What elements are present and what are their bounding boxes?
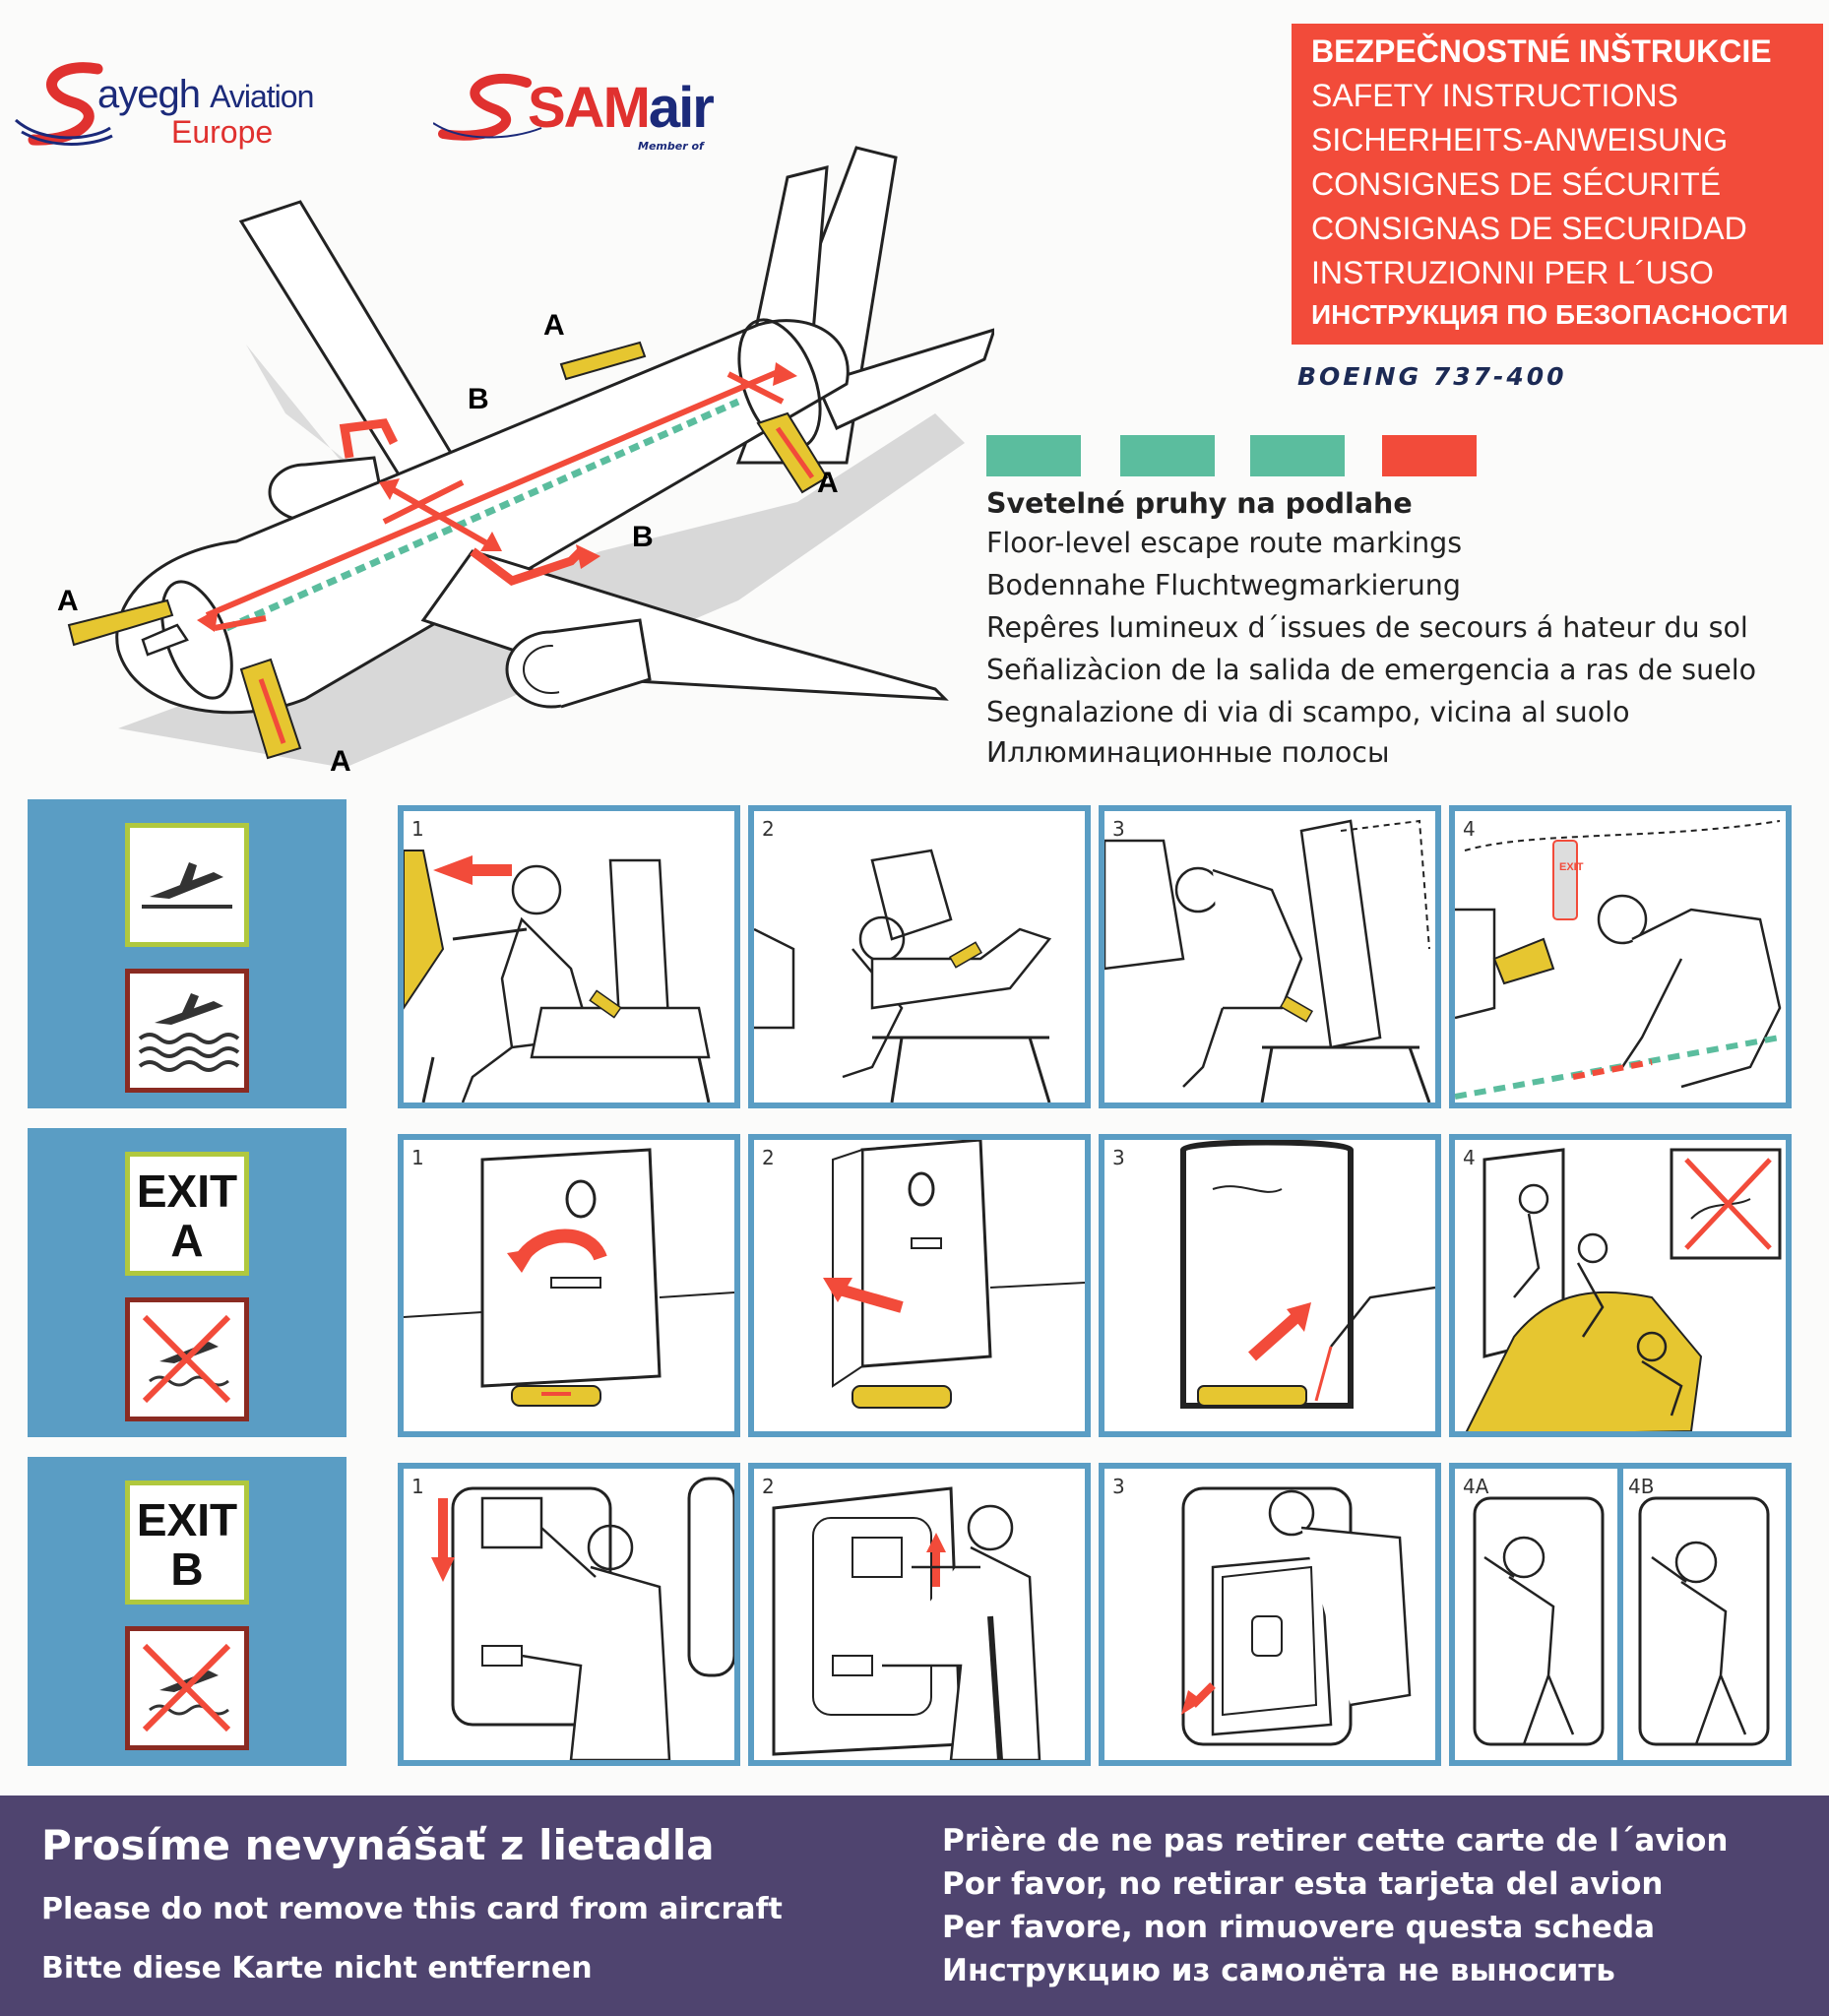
label-a-rear-left: A [543, 309, 565, 342]
legend-line-de: Bodennahe Fluchtwegmarkierung [986, 569, 1461, 601]
brace-panel-3: 3 [1099, 805, 1441, 1108]
sayegh-aviation-logo: ayegh Aviation Europe [14, 51, 408, 159]
slide-front-right [239, 658, 302, 760]
label-a-front-left: A [57, 585, 79, 617]
route-swatch-green-2 [1120, 435, 1215, 476]
footer-left-en: Please do not remove this card from airc… [41, 1892, 783, 1926]
title-line-sk: BEZPEČNOSTNÉ INŠTRUKCIE [1311, 33, 1772, 69]
samair-swoosh-icon [433, 74, 542, 141]
title-line-ru: ИНСТРУКЦИЯ ПО БЕЗОПАСНОСТИ [1311, 299, 1789, 330]
title-box: BEZPEČNOSTNÉ INŠTRUKCIE SAFETY INSTRUCTI… [1292, 24, 1823, 345]
slide-rear-right [756, 411, 829, 494]
row2-side-panel: EXIT A [28, 1128, 347, 1437]
legend-line-fr: Repêres lumineux d´issues de secours á h… [986, 611, 1748, 644]
land-icon-box [125, 823, 249, 947]
exit-b-no-ditching-box [125, 1626, 249, 1750]
row1-side-panel [28, 799, 347, 1108]
exit-b-panel-2: 2 [748, 1463, 1091, 1766]
label-a-rear-right: A [817, 467, 839, 499]
samair-logo: SAMair Member of [433, 69, 768, 167]
no-ditching-icon [142, 1314, 231, 1404]
route-swatch-green-1 [986, 435, 1081, 476]
exit-sign-text: EXIT [1559, 861, 1584, 873]
title-line-it: INSTRUZIONNI PER L´USO [1311, 255, 1714, 290]
label-a-front-right: A [330, 745, 351, 778]
legend-line-en: Floor-level escape route markings [986, 527, 1463, 559]
exit-a-no-ditching-box [125, 1297, 249, 1421]
overwing-hatch-removal-illustration [1181, 1486, 1412, 1746]
slide-front-left [67, 598, 174, 647]
footer-left-sk: Prosíme nevynášať z lietadla [41, 1821, 715, 1869]
ditching-icon-box [125, 969, 249, 1093]
overwing-handle-pull-illustration [431, 1477, 734, 1760]
row3-side-panel: EXIT B [28, 1457, 347, 1766]
route-swatch-red [1382, 435, 1477, 476]
legend-line-it: Segnalazione di via di scampo, vicina al… [986, 696, 1630, 728]
slide-evacuation-illustration [1465, 1148, 1782, 1431]
no-ditching-icon [142, 1643, 231, 1732]
brace-panel-1: 1 [398, 805, 740, 1108]
exit-b-sign: EXIT B [125, 1480, 249, 1605]
brace-panel-2: 2 [748, 805, 1091, 1108]
route-swatch-green-3 [1250, 435, 1345, 476]
footer-banner: Prosíme nevynášať z lietadla Please do n… [0, 1796, 1829, 2016]
brace-panel-4: 4 EXIT [1449, 805, 1792, 1108]
exit-b-panel-1: 1 [398, 1463, 740, 1766]
title-line-en: SAFETY INSTRUCTIONS [1311, 78, 1678, 113]
exit-b-panel-4: 4A 4B [1449, 1463, 1792, 1766]
sayegh-swoosh-icon [15, 62, 113, 146]
footer-right-ru: Инструкцию из самолёта не выносить [942, 1953, 1615, 1988]
door-push-open-illustration [823, 1140, 1085, 1409]
legend-line-ru: Иллюминационные полосы [986, 736, 1390, 769]
exit-crawl-illustration: EXIT [1455, 820, 1782, 1100]
title-line-de: SICHERHEITS-ANWEISUNG [1311, 122, 1729, 158]
footer-left-de: Bitte diese Karte nicht entfernen [41, 1951, 593, 1985]
brace-position-head-down-illustration [754, 849, 1052, 1102]
slide-inflation-handle-illustration [1180, 1140, 1435, 1409]
door-handle-rotate-illustration [404, 1148, 734, 1407]
overwing-exit-climb-illustration [1473, 1469, 1770, 1760]
footer-right-fr: Prière de ne pas retirer cette carte de … [942, 1823, 1729, 1858]
footer-right-es: Por favor, no retirar esta tarjeta del a… [942, 1866, 1664, 1902]
exit-a-panel-2: 2 [748, 1134, 1091, 1437]
exit-a-sign: EXIT A [125, 1152, 249, 1276]
exit-a-panel-4: 4 [1449, 1134, 1792, 1437]
slide-rear-left [559, 341, 647, 381]
exit-a-panel-1: 1 [398, 1134, 740, 1437]
legend-line-es: Señalizàcion de la salida de emergencia … [986, 654, 1757, 686]
footer-right-it: Per favore, non rimuovere questa scheda [942, 1910, 1656, 1945]
exit-a-panel-3: 3 [1099, 1134, 1441, 1437]
label-b-right: B [632, 521, 654, 553]
label-b-left: B [468, 383, 489, 415]
overwing-hatch-release-illustration [772, 1486, 1041, 1760]
title-line-fr: CONSIGNES DE SÉCURITÉ [1311, 166, 1722, 202]
ditching-plane-icon [138, 993, 240, 1072]
brace-position-upright-illustration [404, 850, 711, 1102]
title-line-es: CONSIGNAS DE SECURIDAD [1311, 211, 1747, 246]
brace-position-seatback-illustration [1104, 819, 1431, 1102]
exit-b-panel-3: 3 [1099, 1463, 1441, 1766]
legend-line-sk: Svetelné pruhy na podlahe [986, 487, 1413, 520]
aircraft-model: BOEING 737-400 [1297, 362, 1567, 391]
landing-plane-icon [142, 862, 232, 909]
airplane-diagram: A B A B A A [57, 146, 994, 778]
